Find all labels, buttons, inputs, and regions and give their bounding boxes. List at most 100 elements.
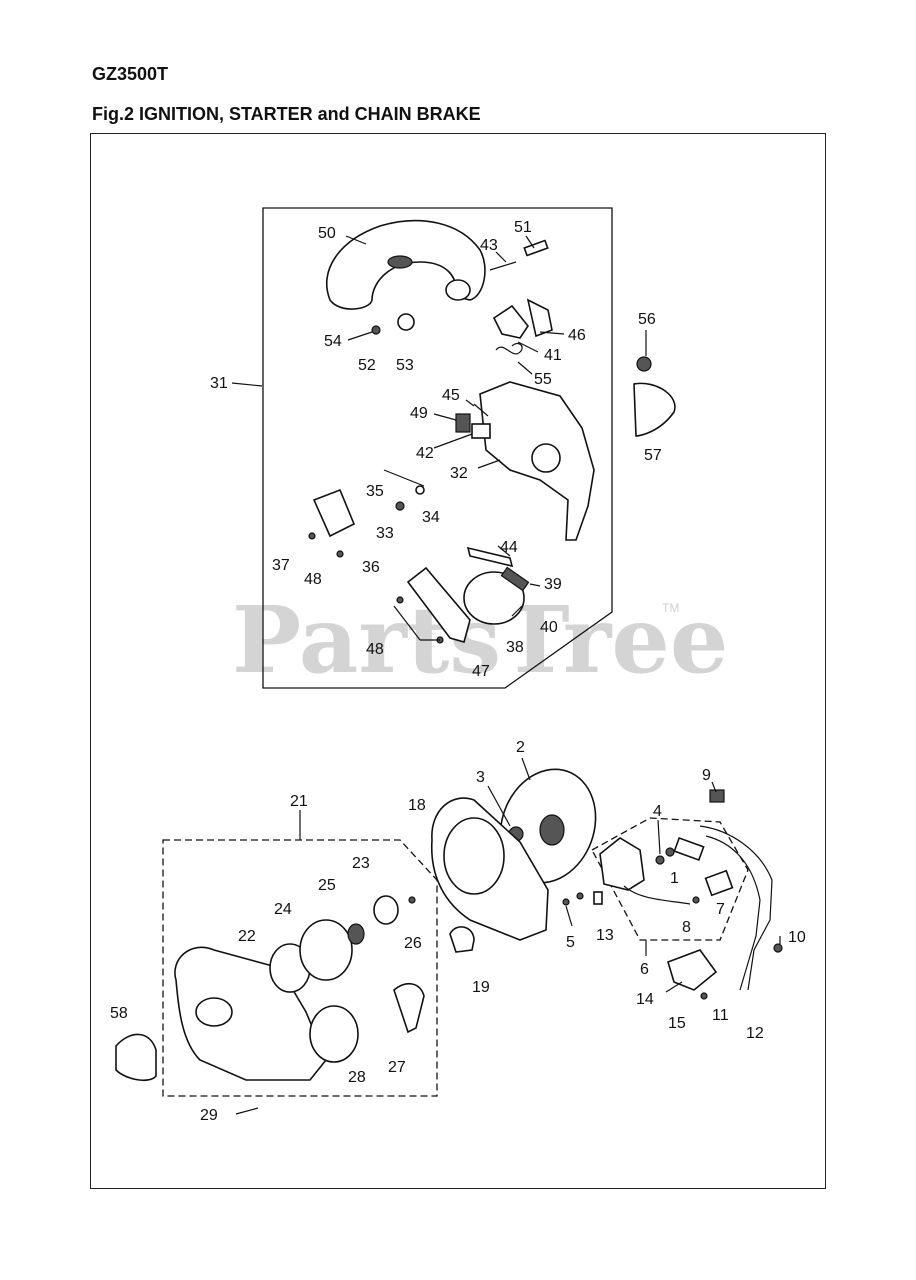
fan-housing-opening: [443, 817, 505, 895]
lever-spring: [495, 342, 523, 355]
callout-47: 47: [472, 663, 490, 680]
rod-35: [383, 469, 425, 487]
screw-5-b: [576, 892, 584, 900]
callout-48-a: 48: [304, 571, 322, 588]
cover-47: [406, 566, 471, 643]
plate-58: [115, 1033, 157, 1082]
model-number: GZ3500T: [92, 64, 169, 84]
spark-plug: [673, 836, 705, 862]
callout-48-b: 48: [366, 641, 384, 658]
plate-36: [312, 488, 356, 538]
callout-4: 4: [653, 803, 662, 820]
callout-8: 8: [682, 919, 691, 936]
lever-plate: [526, 298, 553, 338]
callout-2: 2: [516, 739, 525, 756]
callout-36: 36: [362, 559, 380, 576]
starter-case: [174, 946, 327, 1081]
callout-52: 52: [358, 357, 376, 374]
watermark-trademark: TM: [662, 601, 679, 615]
screw-8: [692, 896, 700, 904]
callout-53: 53: [396, 357, 414, 374]
link-44: [466, 546, 514, 568]
chain-brake-assembly-box: [262, 207, 613, 689]
nut-56: [636, 356, 652, 372]
callout-42: 42: [416, 445, 434, 462]
callout-35: 35: [366, 483, 384, 500]
diagram-frame: [90, 133, 826, 1189]
callout-51: 51: [514, 219, 532, 236]
callout-44: 44: [500, 539, 518, 556]
plate-57: [633, 382, 676, 437]
spring-49: [455, 413, 471, 433]
wire-12: [699, 825, 773, 991]
starter-case-window: [195, 997, 233, 1027]
callout-37: 37: [272, 557, 290, 574]
callout-labels: 1 2 3 4 5 6 7 8 9 10 11 12 13 14 15 18 1…: [110, 219, 806, 1124]
callout-25: 25: [318, 877, 336, 894]
wire-11: [705, 835, 761, 991]
nut-10: [773, 943, 783, 953]
callout-23: 23: [352, 855, 370, 872]
callout-24: 24: [274, 901, 292, 918]
plug-cap: [704, 869, 734, 897]
cover-14: [667, 949, 718, 991]
callout-33: 33: [376, 525, 394, 542]
callout-57: 57: [644, 447, 662, 464]
screw-5-a: [562, 898, 570, 906]
callout-26: 26: [404, 935, 422, 952]
bushing-13: [593, 891, 603, 905]
housing-drum: [531, 443, 561, 473]
callout-9: 9: [702, 767, 711, 784]
callout-12: 12: [746, 1025, 764, 1042]
callout-46: 46: [568, 327, 586, 344]
callout-49: 49: [410, 405, 428, 422]
callout-11: 11: [712, 1007, 729, 1024]
callout-1: 1: [670, 870, 679, 887]
nut: [371, 325, 381, 335]
callout-18: 18: [408, 797, 426, 814]
ignition-coil-group-box: [591, 817, 749, 941]
callout-34: 34: [422, 509, 440, 526]
screw-26: [408, 896, 416, 904]
starter-rope-28: [309, 1005, 359, 1063]
leader-lines: [231, 235, 781, 993]
screw-48-b: [396, 596, 404, 604]
starter-handle-27: [393, 983, 425, 1034]
callout-39: 39: [544, 576, 562, 593]
callout-6: 6: [640, 961, 649, 978]
callout-19: 19: [472, 979, 490, 996]
callout-13: 13: [596, 927, 614, 944]
screw-15: [700, 992, 708, 1000]
screw-33: [395, 501, 405, 511]
bushing: [471, 423, 491, 439]
boot-19: [449, 926, 475, 953]
callout-14: 14: [636, 991, 654, 1008]
hand-guard-slot: [387, 255, 413, 269]
nut-4-a: [655, 855, 665, 865]
spring-25: [347, 923, 365, 945]
flywheel-hub: [539, 814, 565, 846]
hand-guard-pivot: [445, 279, 471, 301]
pin-line: [489, 261, 517, 271]
starter-assembly-box: [162, 839, 438, 1097]
callout-45: 45: [442, 387, 460, 404]
callout-43: 43: [480, 237, 498, 254]
spring: [397, 313, 415, 331]
callout-27: 27: [388, 1059, 406, 1076]
callout-31: 31: [210, 375, 228, 392]
screw-29: [235, 1107, 259, 1115]
ignition-coil: [599, 837, 645, 891]
nut-4-b: [665, 847, 675, 857]
pin-45: [473, 403, 489, 417]
callout-29: 29: [200, 1107, 218, 1124]
callout-5: 5: [566, 934, 575, 951]
callout-58: 58: [110, 1005, 128, 1022]
callout-55: 55: [534, 371, 552, 388]
callout-7: 7: [716, 901, 725, 918]
callout-38: 38: [506, 639, 524, 656]
callout-41: 41: [544, 347, 562, 364]
pawl-23: [373, 895, 399, 925]
figure-title: Fig.2 IGNITION, STARTER and CHAIN BRAKE: [92, 104, 481, 124]
reel-24: [299, 919, 353, 981]
